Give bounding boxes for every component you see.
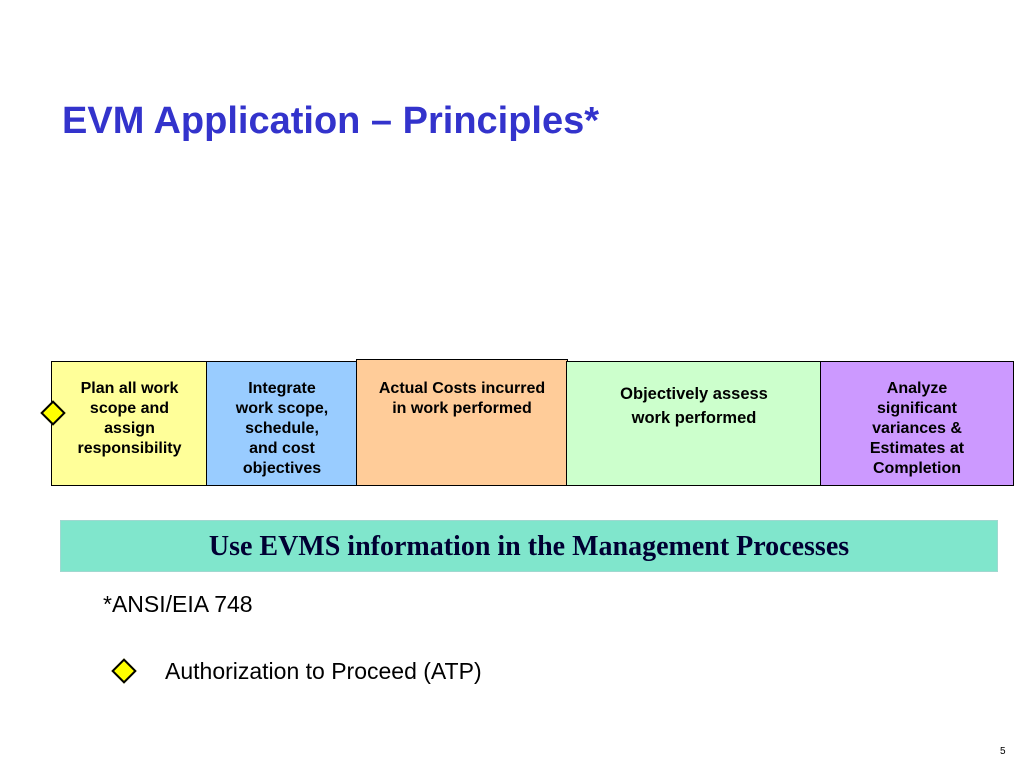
principle-line: Plan all work	[80, 380, 179, 397]
principle-box-assess: Objectively assess work performed	[566, 361, 822, 486]
principle-line: work scope,	[235, 400, 329, 417]
footnote: *ANSI/EIA 748	[103, 591, 253, 617]
principle-line: in work performed	[392, 400, 532, 417]
principle-line: schedule,	[245, 420, 319, 437]
slide-title: EVM Application – Principles*	[62, 100, 600, 142]
principle-line: objectives	[242, 460, 322, 477]
principle-box-integrate: Integrate work scope, schedule, and cost…	[206, 361, 358, 486]
principle-line: significant	[876, 400, 957, 417]
principle-line: responsibility	[77, 440, 182, 457]
principle-box-actual-costs: Actual Costs incurred in work performed	[356, 359, 568, 486]
legend-label: Authorization to Proceed (ATP)	[165, 658, 482, 684]
evms-banner: Use EVMS information in the Management P…	[60, 520, 998, 572]
principle-line: Estimates at	[869, 440, 965, 457]
principle-line: Completion	[873, 460, 961, 477]
principle-line: Actual Costs incurred	[378, 380, 546, 397]
principle-line: Integrate	[248, 380, 316, 397]
principle-line: and cost	[249, 440, 315, 457]
principle-line: variances &	[872, 420, 962, 437]
principle-box-plan: Plan all work scope and assign responsib…	[51, 361, 208, 486]
page-number: 5	[1000, 746, 1006, 757]
principle-box-analyze: Analyze significant variances & Estimate…	[820, 361, 1014, 486]
principle-line: assign	[104, 420, 155, 437]
principle-line: work performed	[631, 409, 757, 427]
principle-line: Analyze	[886, 380, 948, 397]
principle-line: scope and	[89, 400, 170, 417]
principle-line: Objectively assess	[620, 385, 768, 403]
